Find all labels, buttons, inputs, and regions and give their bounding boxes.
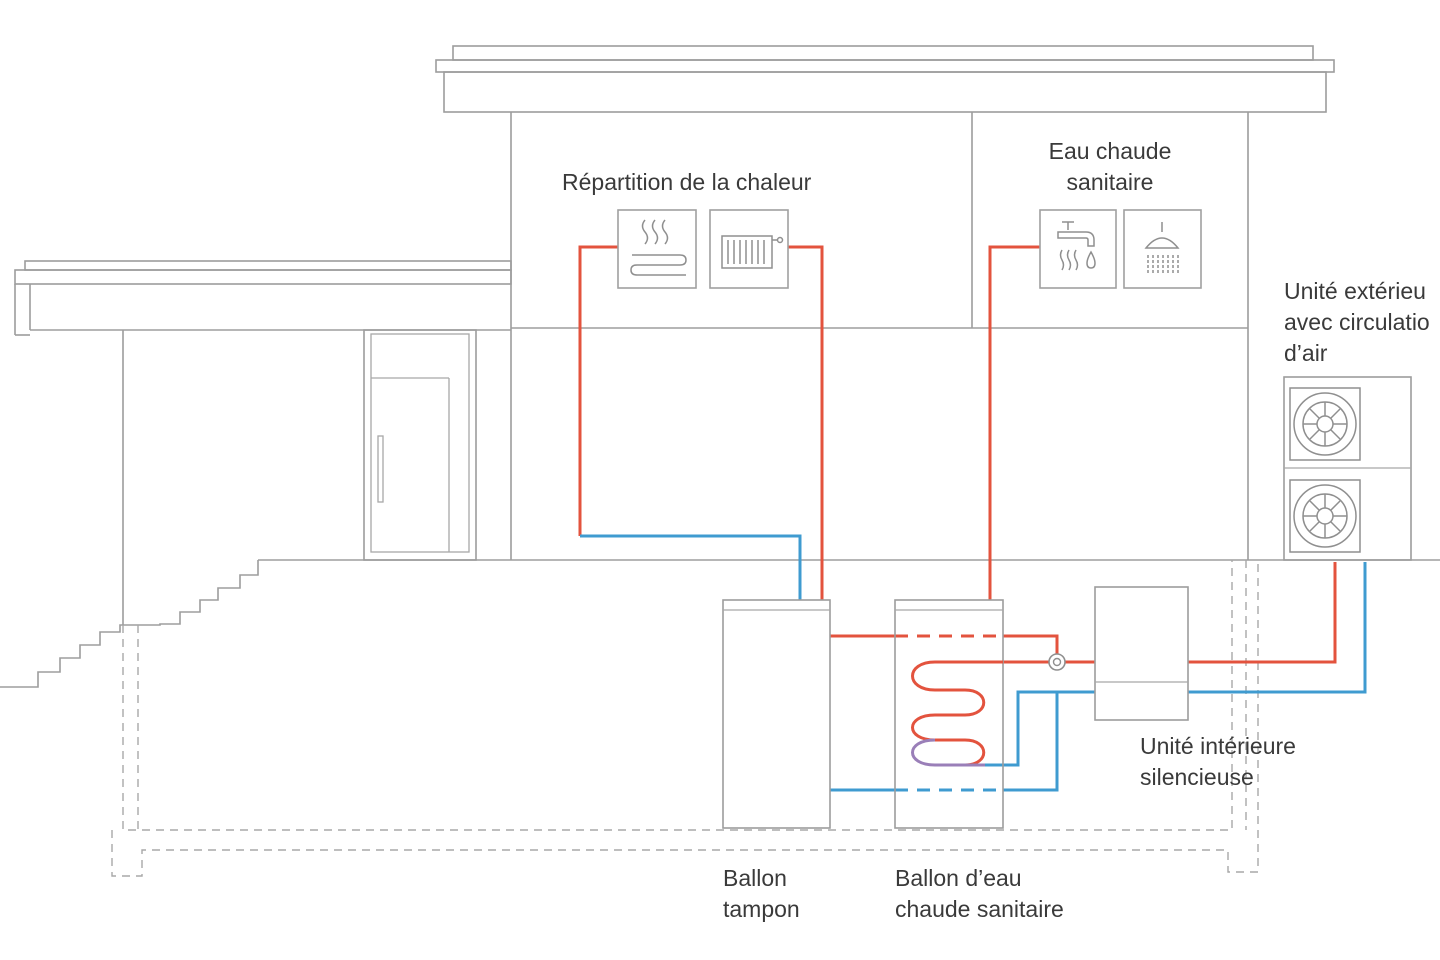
indoor-unit — [1094, 586, 1189, 721]
dhw-tank-label-line2: chaude sanitaire — [895, 896, 1064, 922]
heating-circuit-pipes — [578, 245, 824, 600]
dhw-tank — [894, 599, 1004, 829]
buffer-tank-label-line1: Ballon — [723, 865, 787, 891]
dhw-label-line2: sanitaire — [1067, 169, 1154, 195]
dhw-supply-pipe — [988, 245, 1040, 600]
foundation — [111, 560, 1259, 877]
indoor-unit-label-line2: silencieuse — [1140, 764, 1254, 790]
outdoor-unit-label-line2: avec circulatio — [1284, 309, 1430, 335]
buffer-tank — [722, 599, 831, 829]
heat-distribution-label: Répartition de la chaleur — [562, 169, 812, 195]
underfloor-heating-icon — [617, 209, 697, 289]
outdoor-unit-label-line1: Unité extérieu — [1284, 278, 1426, 304]
radiator-icon — [709, 209, 789, 289]
fan-icon — [1289, 479, 1361, 553]
dhw-label-line1: Eau chaude — [1049, 138, 1172, 164]
indoor-unit-label-line1: Unité intérieure — [1140, 733, 1296, 759]
buffer-tank-label-line2: tampon — [723, 896, 800, 922]
tap-icon — [1039, 209, 1117, 289]
shower-icon — [1123, 209, 1202, 289]
house-outline — [0, 45, 1440, 688]
outdoor-unit — [1283, 376, 1412, 561]
outdoor-unit-label-line3: d’air — [1284, 340, 1328, 366]
door — [363, 329, 477, 561]
fan-icon — [1289, 387, 1361, 461]
basement-pipes — [830, 562, 1367, 792]
dhw-tank-label-line1: Ballon d’eau — [895, 865, 1022, 891]
